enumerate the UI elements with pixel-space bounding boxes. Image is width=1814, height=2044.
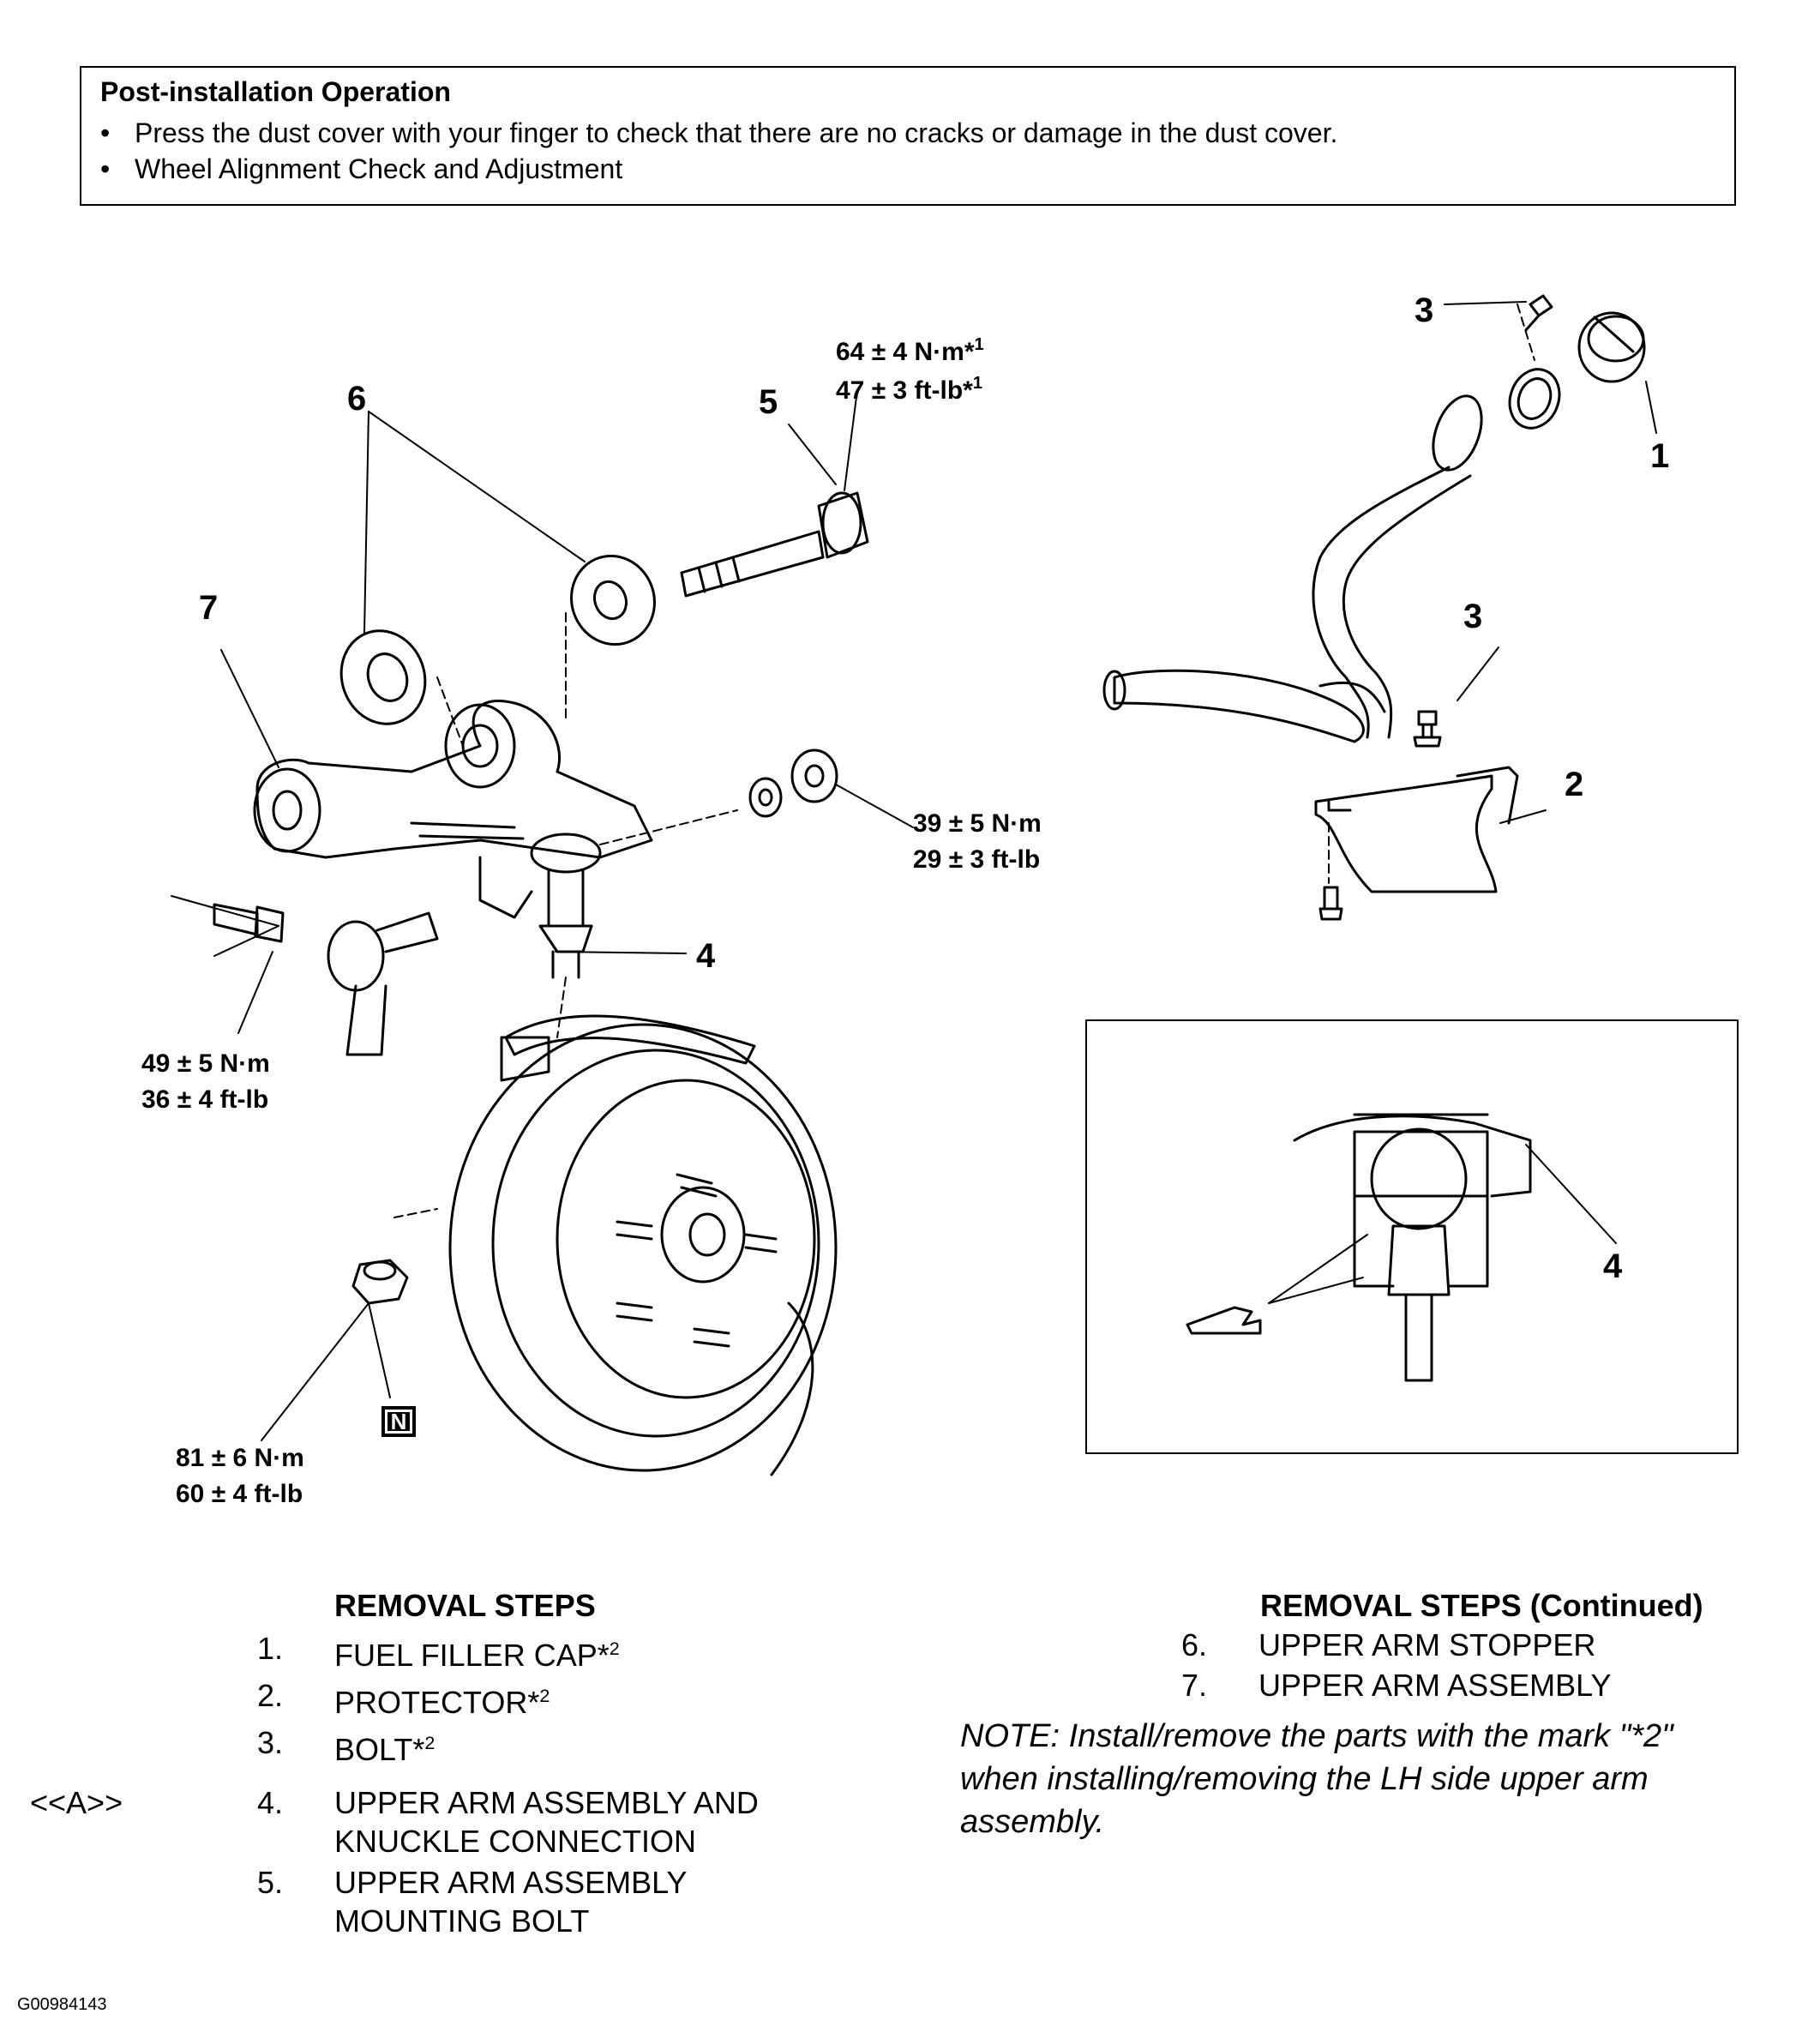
assembly-guide-lines <box>393 304 1535 1218</box>
step-text-continued: MOUNTING BOLT <box>334 1903 590 1939</box>
step-text: UPPER ARM STOPPER <box>1258 1627 1596 1662</box>
brake-rotor-hub <box>448 1014 838 1476</box>
post-installation-box: Post-installation Operation • Press the d… <box>80 66 1736 206</box>
callout-3: 3 <box>1415 292 1433 329</box>
callout-2: 2 <box>1565 766 1583 803</box>
callout-4: 4 <box>696 937 716 975</box>
note-line: assembly. <box>960 1804 1105 1840</box>
step-number: 2. <box>257 1678 284 1713</box>
bullet-dot: • <box>100 153 111 184</box>
bullet-text: Press the dust cover with your finger to… <box>135 117 1338 148</box>
knuckle-nut <box>351 1259 409 1305</box>
ball-joint-inset <box>1293 1113 1532 1382</box>
fuel-filler-cap <box>1577 311 1646 383</box>
ball-joint-inset-frame <box>1085 1019 1739 1454</box>
grease-gun-icon <box>1186 1306 1262 1335</box>
torque-nut-ftlb: 29 ± 3 ft-lb <box>913 845 1040 874</box>
figure-id: G00984143 <box>17 1995 107 2014</box>
upper-arm-exploded-diagram: 6 5 7 4 3 1 3 2 4 64 ± 4 N·m*1 47 ± 3 ft… <box>141 292 1739 1508</box>
step-number: 7. <box>1181 1668 1208 1703</box>
bullet-text: Wheel Alignment Check and Adjustment <box>135 153 623 184</box>
step-text-continued: KNUCKLE CONNECTION <box>334 1824 697 1859</box>
callout-7: 7 <box>199 589 218 627</box>
protector-bolt <box>1413 710 1442 748</box>
upper-arm-assembly <box>253 699 653 979</box>
protector <box>1314 766 1519 893</box>
bullet-item: • Wheel Alignment Check and Adjustment <box>100 153 622 185</box>
service-point-mark: <<A>> <box>30 1785 123 1820</box>
note: NOTE: Install/remove the parts with the … <box>960 1715 1809 1843</box>
leader-lines <box>171 301 1657 1441</box>
torque-nut-nm: 39 ± 5 N·m <box>913 809 1042 838</box>
step-number: 3. <box>257 1725 284 1760</box>
bullet-dot: • <box>100 117 111 148</box>
step-text: UPPER ARM ASSEMBLY AND <box>334 1785 759 1820</box>
bullet-item: • Press the dust cover with your finger t… <box>100 117 1337 149</box>
torque-stabilizer-nm: 49 ± 5 N·m <box>141 1049 270 1078</box>
post-installation-title: Post-installation Operation <box>100 76 451 107</box>
wheel-studs <box>616 1173 778 1348</box>
step-text: FUEL FILLER CAP*2 <box>334 1638 620 1673</box>
fuel-filler-neck <box>1102 394 1483 743</box>
step-text: PROTECTOR*2 <box>334 1685 550 1720</box>
torque-bolt-ftlb: 47 ± 3 ft-lb*1 <box>836 374 982 405</box>
torque-knuckle-nm: 81 ± 6 N·m <box>176 1444 304 1472</box>
callout-5: 5 <box>759 383 778 421</box>
removal-steps-continued-heading: REMOVAL STEPS (Continued) <box>1260 1588 1703 1623</box>
ball-joint-nut <box>748 748 838 818</box>
removal-steps-heading: REMOVAL STEPS <box>334 1588 596 1623</box>
svg-text:N: N <box>391 1409 407 1434</box>
stabilizer-link <box>327 911 439 1056</box>
callout-1: 1 <box>1650 437 1669 475</box>
upper-arm-stopper-washer-right <box>570 554 656 646</box>
step-number: 4. <box>257 1785 284 1820</box>
upper-arm-stopper-washer-left <box>339 629 427 725</box>
torque-bolt-nm: 64 ± 4 N·m*1 <box>836 335 984 366</box>
cap-bolt <box>1524 294 1553 332</box>
step-number: 6. <box>1181 1627 1208 1662</box>
torque-stabilizer-ftlb: 36 ± 4 ft-lb <box>141 1085 268 1114</box>
step-number: 5. <box>257 1865 284 1900</box>
callout-3: 3 <box>1463 598 1482 635</box>
note-line: when installing/removing the LH side upp… <box>960 1761 1649 1797</box>
non-reusable-mark: N <box>381 1406 416 1437</box>
callout-4: 4 <box>1603 1247 1623 1285</box>
step-text: UPPER ARM ASSEMBLY <box>1258 1668 1612 1703</box>
protector-bolt-lower <box>1318 886 1343 921</box>
stabilizer-bolt <box>213 903 285 943</box>
step-text: BOLT*2 <box>334 1732 435 1767</box>
mounting-bolt <box>680 491 869 598</box>
note-line: NOTE: Install/remove the parts with the … <box>960 1718 1673 1754</box>
callout-6: 6 <box>347 380 366 418</box>
torque-knuckle-ftlb: 60 ± 4 ft-lb <box>176 1480 303 1508</box>
step-text: UPPER ARM ASSEMBLY <box>334 1865 688 1900</box>
filler-clamp <box>1508 368 1561 430</box>
step-number: 1. <box>257 1631 284 1666</box>
